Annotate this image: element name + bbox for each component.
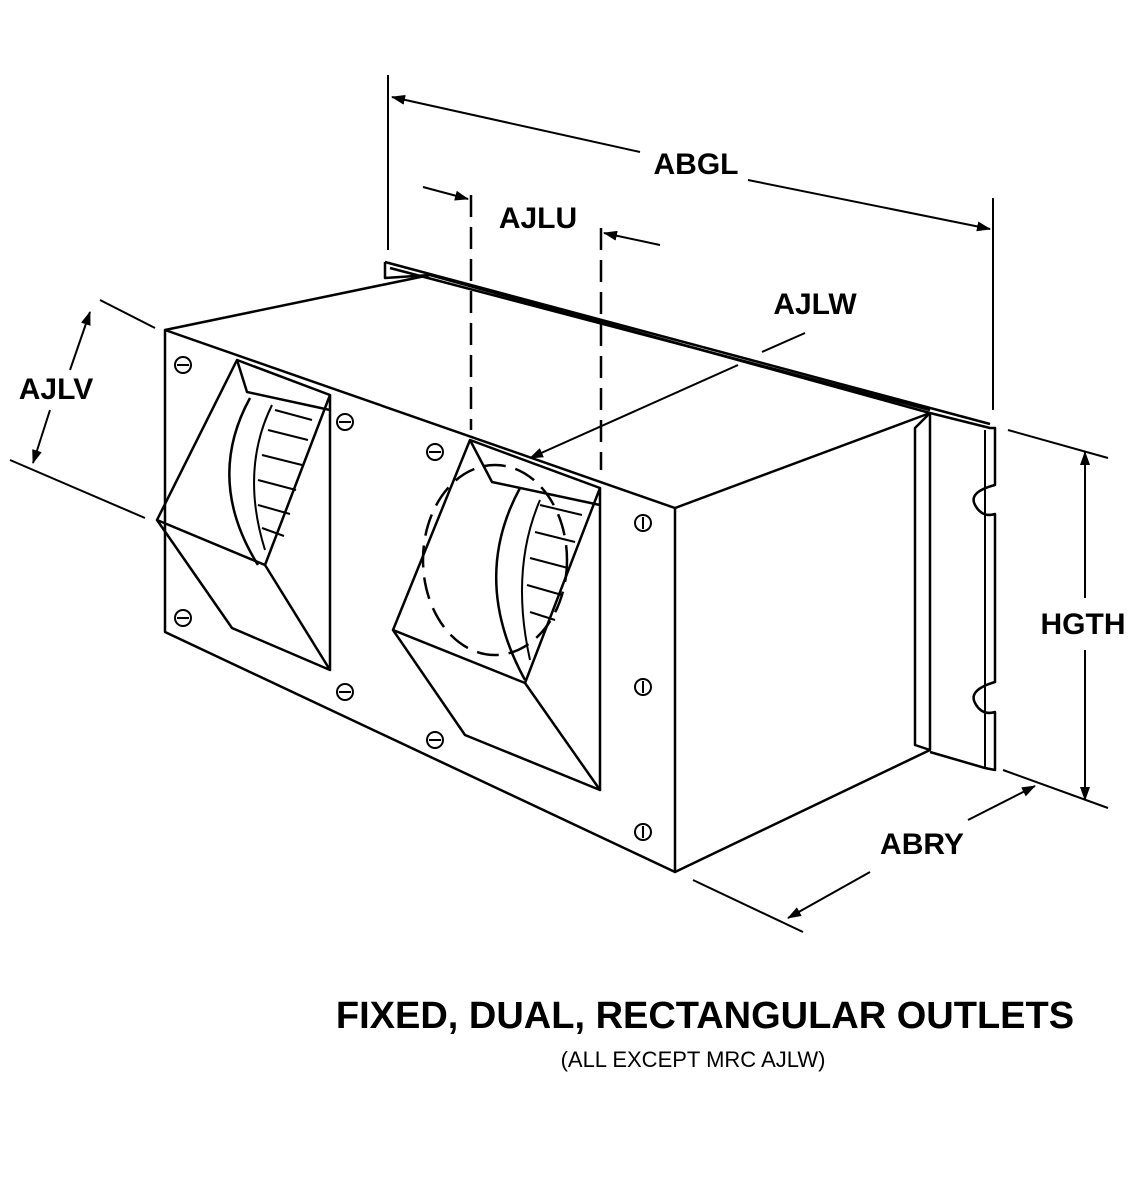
screw-icon [634, 823, 652, 841]
dim-label-ajlu: AJLU [499, 202, 577, 235]
screw-icon [336, 413, 354, 431]
housing-body [163, 260, 997, 874]
caption-title: FIXED, DUAL, RECTANGULAR OUTLETS [336, 995, 1074, 1037]
caption-subtitle: (ALL EXCEPT MRC AJLW) [561, 1047, 826, 1072]
dim-label-hgth: HGTH [1041, 608, 1126, 641]
screws [174, 356, 652, 841]
right-outlet [391, 438, 602, 792]
dimension-lines [9, 75, 1109, 933]
left-outlet [155, 358, 332, 672]
dim-label-ajlw: AJLW [773, 288, 857, 321]
screw-icon [174, 609, 192, 627]
screw-icon [336, 683, 354, 701]
screw-icon [426, 731, 444, 749]
outlet-diameter-circle [421, 463, 569, 657]
screw-icon [634, 514, 652, 532]
screw-icon [174, 356, 192, 374]
screw-icon [634, 678, 652, 696]
screw-icon [426, 443, 444, 461]
dim-label-abgl: ABGL [654, 148, 739, 181]
dim-label-ajlv: AJLV [19, 373, 93, 406]
dim-label-abry: ABRY [880, 828, 964, 861]
